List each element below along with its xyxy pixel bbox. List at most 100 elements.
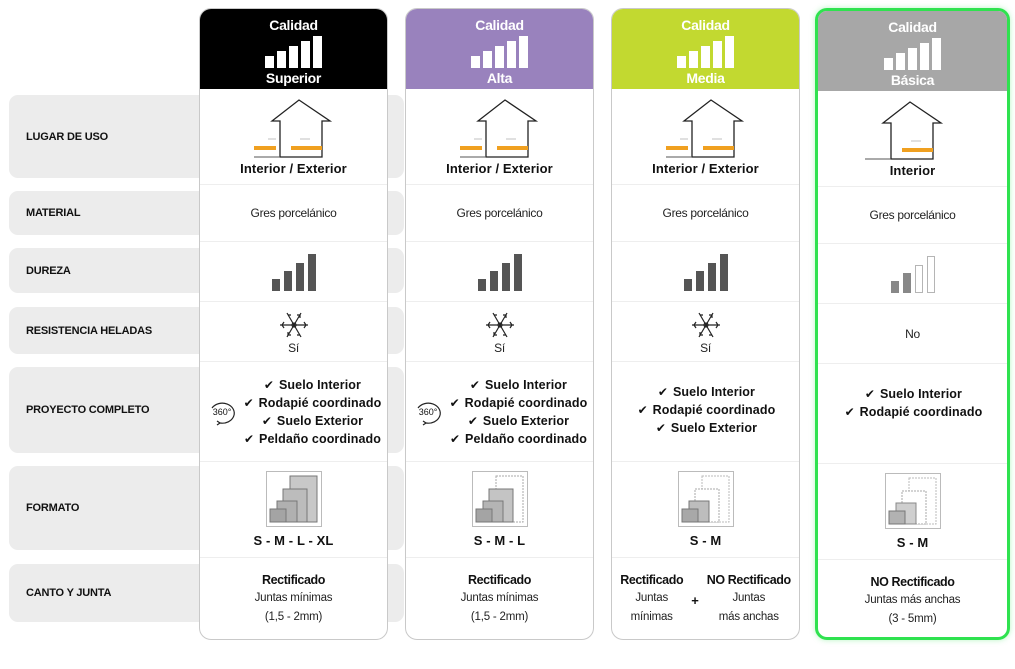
format-sizes-icon [677,471,734,527]
material-cell: Gres porcelánico [818,186,1007,243]
check-icon: ✔ [655,421,666,435]
proyecto-cell: 360° ✔Suelo Interior ✔Rodapié coordinado… [200,361,387,461]
heladas-value: Sí [700,340,711,355]
column-header: Calidad Superior [200,9,387,89]
uso-cell: Interior [818,91,1007,186]
canto-cell: Rectificado Juntas mínimas (1,5 - 2mm) [406,557,593,639]
canto-title: Rectificado [468,572,531,587]
canto-title: Rectificado [620,572,684,587]
check-icon: ✔ [469,377,481,392]
check-icon: ✔ [243,431,255,446]
proyecto-item: ✔Peldaño coordinado [243,431,381,446]
snowflake-icon [691,312,720,337]
canto-title: NO Rectificado [870,574,955,589]
dureza-cell [612,241,799,301]
header-label: Calidad [475,17,524,33]
uso-value: Interior / Exterior [652,161,759,176]
material-value: Gres porcelánico [869,208,956,222]
heladas-value: Sí [494,340,505,355]
dureza-cell [818,243,1007,303]
check-icon: ✔ [467,413,478,428]
canto-line: Juntas mínimas [460,591,539,604]
proyecto-item: ✔Rodapié coordinado [844,405,983,419]
quality-level: Básica [890,72,935,88]
proyecto-item: ✔Suelo Interior [469,377,567,392]
hardness-bars-icon [683,253,728,291]
canto-line: (1,5 - 2mm) [470,610,529,623]
heladas-cell: No [818,303,1007,363]
column-header: Calidad Alta [406,9,593,89]
proyecto-item: ✔Suelo Interior [263,377,361,392]
quality-column-superior: Calidad Superior Interior / Exterior Gre… [199,8,388,640]
hardness-bars-icon [477,253,522,291]
heladas-cell: Sí [200,301,387,361]
uso-value: Interior [889,163,936,178]
heladas-value: Sí [288,340,299,355]
proyecto-item: ✔Suelo Interior [864,387,962,401]
quality-bars-icon [471,36,528,68]
check-icon: ✔ [637,403,648,417]
plus-sign: + [691,593,699,608]
proyecto-item: ✔Suelo Interior [657,385,755,399]
proyecto-cell: ✔Suelo Interior ✔Rodapié coordinado [818,363,1007,463]
canto-line: Juntas [635,591,669,604]
canto-cell: Rectificado Juntas mínimas + NO Rectific… [612,557,799,639]
quality-column-media: Calidad Media Interior / Exterior Gres p… [611,8,800,640]
material-cell: Gres porcelánico [612,184,799,241]
format-sizes-icon [265,471,322,527]
formato-value: S - M [896,535,929,550]
material-value: Gres porcelánico [250,206,337,220]
uso-cell: Interior / Exterior [200,89,387,184]
quality-level: Alta [486,70,513,86]
column-header: Calidad Básica [818,11,1007,91]
dureza-cell [406,241,593,301]
quality-bars-icon [677,36,734,68]
proyecto-item: ✔Rodapié coordinado [637,403,776,417]
canto-cell: NO Rectificado Juntas más anchas (3 - 5m… [818,559,1007,637]
canto-title: Rectificado [262,572,325,587]
formato-cell: S - M [612,461,799,557]
house-icon [253,99,332,158]
canto-line: Juntas [732,591,766,604]
material-value: Gres porcelánico [456,206,543,220]
dureza-cell [200,241,387,301]
heladas-cell: Sí [406,301,593,361]
quality-level: Superior [265,70,322,86]
quality-bars-icon [265,36,322,68]
proyecto-item: ✔Suelo Exterior [467,413,570,428]
check-icon: ✔ [449,395,460,410]
material-value: Gres porcelánico [662,206,749,220]
proyecto-item: ✔Rodapié coordinado [243,395,382,410]
formato-cell: S - M [818,463,1007,559]
canto-line: más anchas [718,610,779,623]
formato-value: S - M - L [473,533,526,548]
check-icon: ✔ [449,431,461,446]
format-sizes-icon [884,473,941,529]
house-icon [665,99,744,158]
heladas-cell: Sí [612,301,799,361]
format-sizes-icon [471,471,528,527]
uso-cell: Interior / Exterior [612,89,799,184]
material-cell: Gres porcelánico [200,184,387,241]
formato-cell: S - M - L - XL [200,461,387,557]
canto-line: mínimas [630,610,673,623]
house-icon [864,101,943,160]
snowflake-icon [485,312,514,337]
check-icon: ✔ [844,405,855,419]
quality-bars-icon [884,38,941,70]
check-icon: ✔ [261,413,272,428]
header-label: Calidad [888,19,937,35]
proyecto-item: ✔Rodapié coordinado [449,395,588,410]
hardness-bars-icon [271,253,316,291]
360-view-icon: 360° [211,402,235,425]
house-icon [459,99,538,158]
formato-value: S - M - L - XL [253,533,334,548]
uso-value: Interior / Exterior [446,161,553,176]
proyecto-cell: 360° ✔Suelo Interior ✔Rodapié coordinado… [406,361,593,461]
material-cell: Gres porcelánico [406,184,593,241]
check-icon: ✔ [243,395,254,410]
proyecto-item: ✔Peldaño coordinado [449,431,587,446]
formato-cell: S - M - L [406,461,593,557]
svg-text:360°: 360° [212,407,231,417]
header-label: Calidad [681,17,730,33]
